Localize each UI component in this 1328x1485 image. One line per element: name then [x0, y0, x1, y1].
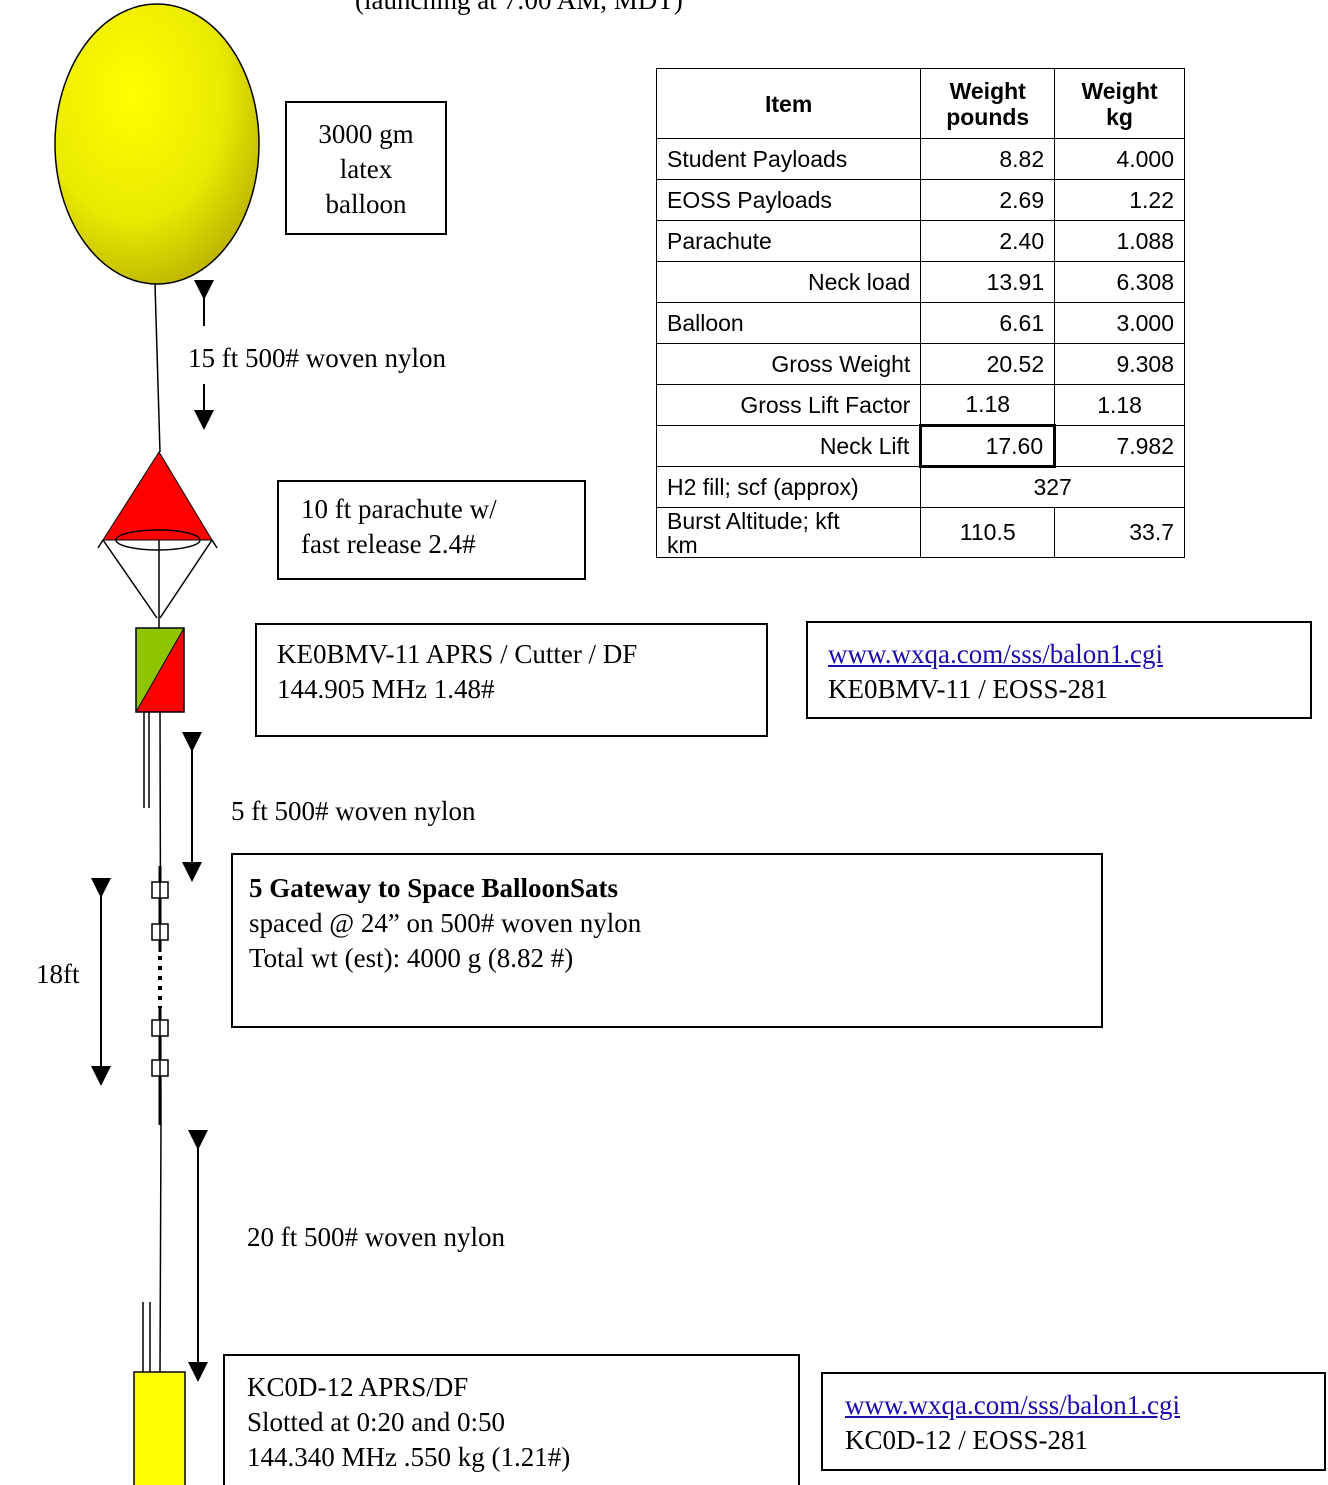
balloon-label-box: 3000 gm latex balloon: [285, 101, 447, 235]
balloonsats-line2: spaced @ 24” on 500# woven nylon: [249, 908, 642, 938]
balloon: [54, 3, 260, 285]
header-item: Item: [655, 68, 922, 139]
table-row: EOSS Payloads 2.69 1.22: [655, 179, 1185, 221]
row-kg: 1.088: [1054, 220, 1185, 262]
header-kg: Weight kg: [1054, 68, 1185, 139]
string-length-label: 18ft: [36, 959, 80, 989]
parachute-canopy: [102, 451, 213, 541]
balloon-label-line3: balloon: [325, 189, 407, 219]
weight-table-header: Item Weight pounds Weight kg: [655, 68, 1185, 139]
aprs2-line1: KC0D-12 APRS/DF: [247, 1372, 469, 1402]
parachute-line1: 10 ft parachute w/: [301, 494, 497, 524]
row-kg: 7.982: [1054, 425, 1185, 467]
row-item: Neck load: [655, 261, 922, 303]
header-pounds: Weight pounds: [920, 68, 1056, 139]
parachute-line2: fast release 2.4#: [301, 529, 476, 559]
row-kg: 1.18: [1054, 384, 1185, 426]
weight-table: Item Weight pounds Weight kg Student Pay…: [655, 68, 1185, 558]
tracking2-line2: KC0D-12 / EOSS-281: [845, 1425, 1089, 1455]
row-item: Balloon: [655, 302, 922, 344]
header-fragment: (launching at 7:00 AM, MDT): [355, 0, 683, 15]
row-lb: 20.52: [920, 343, 1056, 385]
burst-km: 33.7: [1054, 507, 1185, 558]
row-item: Student Payloads: [655, 138, 922, 180]
payload-kc0d: [133, 1371, 186, 1485]
tracking1-line2: KE0BMV-11 / EOSS-281: [828, 674, 1109, 704]
burst-row: Burst Altitude; kft km 110.5 33.7: [655, 507, 1185, 558]
aprs2-line2: Slotted at 0:20 and 0:50: [247, 1407, 505, 1437]
row-lb: 2.69: [920, 179, 1056, 221]
aprs2-box: KC0D-12 APRS/DF Slotted at 0:20 and 0:50…: [223, 1354, 800, 1485]
table-row: Gross Lift Factor 1.18 1.18: [655, 384, 1185, 426]
h2-value: 327: [920, 466, 1185, 508]
burst-item: Burst Altitude; kft km: [655, 507, 922, 558]
row-item: EOSS Payloads: [655, 179, 922, 221]
parachute-line-tr: [211, 539, 218, 549]
tether-top-line: [154, 283, 161, 453]
row-lb: 13.91: [920, 261, 1056, 303]
tracking1-box: www.wxqa.com/sss/balon1.cgi KE0BMV-11 / …: [806, 621, 1312, 719]
row-lb: 6.61: [920, 302, 1056, 344]
aprs1-box: KE0BMV-11 APRS / Cutter / DF 144.905 MHz…: [255, 623, 768, 737]
tether-low-label: 20 ft 500# woven nylon: [247, 1222, 505, 1252]
tether-top-label: 15 ft 500# woven nylon: [188, 343, 446, 373]
row-lb: 1.18: [920, 384, 1056, 426]
table-row: Neck load 13.91 6.308: [655, 261, 1185, 303]
row-item: Neck Lift: [655, 425, 922, 467]
balloonsats-title: 5 Gateway to Space BalloonSats: [249, 873, 619, 903]
parachute-ring: [115, 529, 201, 551]
parachute-line-right: [159, 539, 213, 619]
tracking2-link[interactable]: www.wxqa.com/sss/balon1.cgi: [845, 1390, 1180, 1420]
row-lb: 2.40: [920, 220, 1056, 262]
row-item: Parachute: [655, 220, 922, 262]
burst-kft: 110.5: [920, 507, 1056, 558]
balloonsats-line3: Total wt (est): 4000 g (8.82 #): [249, 943, 574, 973]
row-kg: 9.308: [1054, 343, 1185, 385]
parachute-label-box: 10 ft parachute w/ fast release 2.4#: [277, 480, 586, 580]
table-row: Gross Weight 20.52 9.308: [655, 343, 1185, 385]
table-row: Neck Lift 17.60 7.982: [655, 424, 1185, 468]
row-item: Gross Lift Factor: [655, 384, 922, 426]
row-kg: 4.000: [1054, 138, 1185, 180]
aprs1-line1: KE0BMV-11 APRS / Cutter / DF: [277, 639, 638, 669]
aprs1-line2: 144.905 MHz 1.48#: [277, 674, 495, 704]
table-row: Parachute 2.40 1.088: [655, 220, 1185, 262]
row-kg: 1.22: [1054, 179, 1185, 221]
row-lb: 8.82: [920, 138, 1056, 180]
row-item: Gross Weight: [655, 343, 922, 385]
row-kg: 3.000: [1054, 302, 1185, 344]
tether-low-line: [159, 1124, 162, 1373]
table-row: Balloon 6.61 3.000: [655, 302, 1185, 344]
parachute-line-left: [102, 539, 158, 619]
row-kg: 6.308: [1054, 261, 1185, 303]
tether-mid-label: 5 ft 500# woven nylon: [231, 796, 476, 826]
parachute-line-tl: [97, 539, 104, 549]
aprs2-line3: 144.340 MHz .550 kg (1.21#): [247, 1442, 571, 1472]
balloon-label-line2: latex: [339, 154, 393, 184]
h2-item: H2 fill; scf (approx): [655, 466, 922, 508]
table-row: Student Payloads 8.82 4.000: [655, 138, 1185, 180]
tracking2-box: www.wxqa.com/sss/balon1.cgi KC0D-12 / EO…: [821, 1372, 1326, 1471]
h2-row: H2 fill; scf (approx) 327: [655, 466, 1185, 508]
balloon-label-line1: 3000 gm: [318, 119, 414, 149]
balloonsats-box: 5 Gateway to Space BalloonSats spaced @ …: [231, 853, 1103, 1028]
tracking1-link[interactable]: www.wxqa.com/sss/balon1.cgi: [828, 639, 1163, 669]
row-lb: 17.60: [919, 424, 1057, 468]
